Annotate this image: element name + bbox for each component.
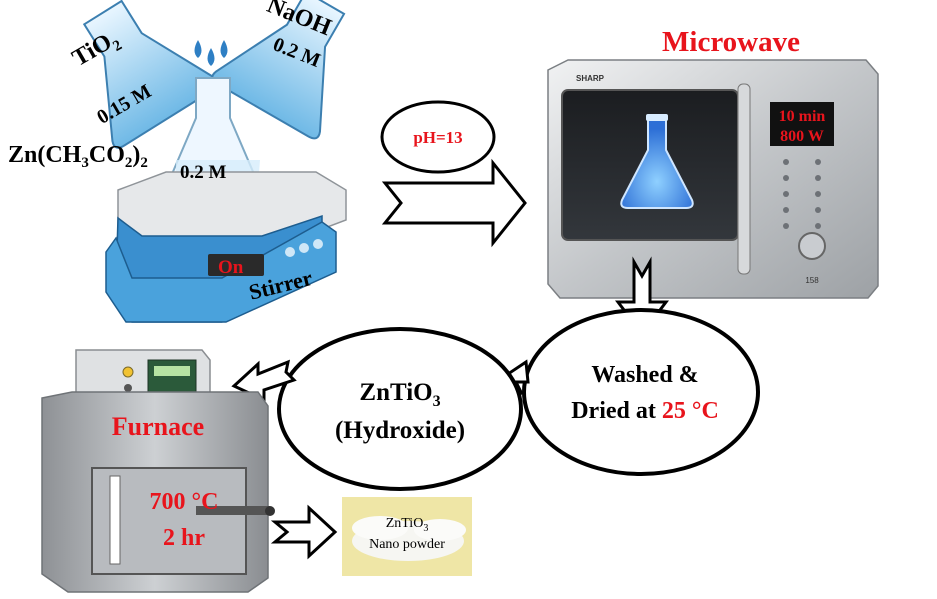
ph-ellipse (380, 100, 496, 174)
hydroxide-label: (Hydroxide) (335, 417, 465, 444)
zinc-acetate-concentration: 0.2 M (180, 162, 227, 183)
zinc-acetate-label: Zn(CH3CO2)2 (8, 142, 148, 171)
washed-line1: Washed & (591, 362, 698, 388)
hydroxide-formula: ZnTiO3 (359, 379, 440, 410)
microwave-title: Microwave (662, 26, 800, 58)
stirrer-display: On (218, 257, 244, 278)
microwave-power: 800 W (780, 128, 824, 145)
product-label: Nano powder (369, 537, 445, 552)
washed-line2: Dried at 25 °C (571, 398, 719, 424)
microwave-brand: SHARP (576, 74, 605, 83)
erlenmeyer-flask-icon (620, 114, 694, 209)
ph-label: pH=13 (413, 128, 462, 147)
arrow-to-microwave (381, 158, 527, 248)
droplets (194, 40, 228, 66)
stirrer-device (105, 171, 347, 323)
hydroxide-ellipse (277, 327, 523, 491)
furnace-time: 2 hr (163, 525, 205, 551)
microwave-model: 158 (805, 276, 819, 285)
naoh-flask (211, 0, 346, 140)
washed-ellipse (522, 308, 760, 476)
microwave-time: 10 min (779, 108, 826, 125)
microwave-oven (547, 59, 879, 299)
product-formula: ZnTiO3 (386, 516, 429, 534)
furnace-title: Furnace (112, 412, 204, 441)
furnace (41, 349, 275, 593)
furnace-temperature: 700 °C (150, 489, 219, 515)
nano-powder-image (342, 497, 472, 576)
arrow-to-powder (270, 504, 338, 560)
